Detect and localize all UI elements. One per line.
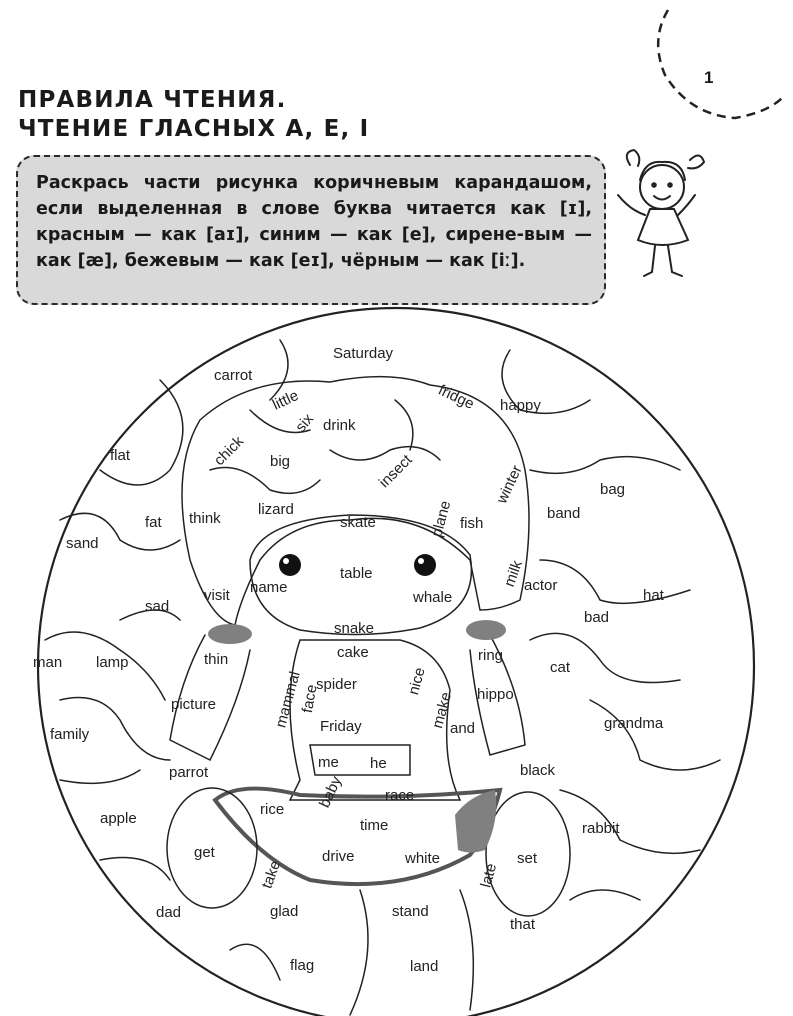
word-actor: actor [524,577,557,594]
word-friday: Friday [320,718,362,735]
word-fat: fat [145,514,163,531]
picture-outer-circle [37,307,755,1016]
word-me: me [318,754,339,771]
word-think: think [189,510,221,527]
word-face: face [299,683,321,714]
word-stand: stand [392,903,429,920]
word-set: set [517,850,538,867]
word-band: band [547,505,580,522]
left-foot [166,787,258,909]
word-lamp: lamp [96,654,129,671]
word-fish: fish [460,515,483,532]
word-that: that [510,916,536,933]
word-cat: cat [550,659,571,676]
word-late: late [478,862,501,890]
word-lizard: lizard [258,501,294,518]
word-drink: drink [323,417,356,434]
word-thin: thin [204,651,228,668]
right-shoulder [466,620,506,640]
girl-face [249,514,473,636]
word-table: table [340,565,373,582]
girl-waist [309,744,411,776]
word-fridge: fridge [436,382,477,413]
word-hat: hat [643,587,665,604]
word-black: black [520,762,556,779]
girl-body [288,639,462,801]
word-chick: chick [211,433,248,470]
word-drive: drive [322,848,355,865]
word-happy: happy [500,397,541,414]
word-rabbit: rabbit [582,820,620,837]
word-skate: skate [340,514,376,531]
word-glad: glad [270,903,298,920]
girl-left-arm [169,634,251,762]
word-family: family [50,726,90,743]
word-snake: snake [334,620,374,637]
page-title: ПРАВИЛА ЧТЕНИЯ. ЧТЕНИЕ ГЛАСНЫХ А, E, I [18,86,369,144]
skirt-right-side [455,790,497,853]
word-whale: whale [412,589,452,606]
girl-hair-outline [181,375,530,626]
task-box [16,155,606,305]
task-instructions: Раскрась части рисунка коричневым каранд… [36,173,592,271]
word-spider: spider [316,676,357,693]
word-insect: insect [376,451,416,491]
word-grandma: grandma [604,715,664,732]
word-man: man [33,654,62,671]
word-rice: rice [260,801,284,818]
word-flag: flag [290,957,314,974]
word-white: white [404,850,440,867]
page-number: 1 [704,68,714,87]
word-ring: ring [478,647,503,664]
girl-right-arm [469,634,526,756]
word-apple: apple [100,810,137,827]
left-shoulder [208,624,252,644]
word-sad: sad [145,598,169,615]
word-hippo: hippo [477,686,514,703]
word-big: big [270,453,290,470]
word-dad: dad [156,904,181,921]
word-plane: plane [428,499,454,539]
word-cake: cake [337,644,369,661]
word-parrot: parrot [169,764,209,781]
word-name: name [250,579,288,596]
word-he: he [370,755,387,772]
word-and: and [450,720,475,737]
word-sand: sand [66,535,99,552]
word-get: get [194,844,216,861]
word-take: take [258,858,284,890]
title-line-2: ЧТЕНИЕ ГЛАСНЫХ А, E, I [18,116,370,142]
word-baby: baby [316,773,345,810]
word-race: race [385,787,414,804]
word-time: time [360,817,388,834]
word-bad: bad [584,609,609,626]
right-foot [485,791,571,917]
title-line-1: ПРАВИЛА ЧТЕНИЯ. [18,87,287,113]
word-nice: nice [405,666,429,697]
girl-eyes [279,554,436,576]
word-winter: winter [493,463,526,507]
word-carrot: carrot [214,367,253,384]
word-bag: bag [600,481,625,498]
word-flat: flat [110,447,131,464]
word-mammal: mammal [272,670,303,730]
word-saturday: Saturday [333,345,394,362]
page-number-circle [656,9,786,120]
word-little: little [270,387,301,414]
word-land: land [410,958,438,975]
word-picture: picture [171,696,216,713]
word-visit: visit [204,587,231,604]
